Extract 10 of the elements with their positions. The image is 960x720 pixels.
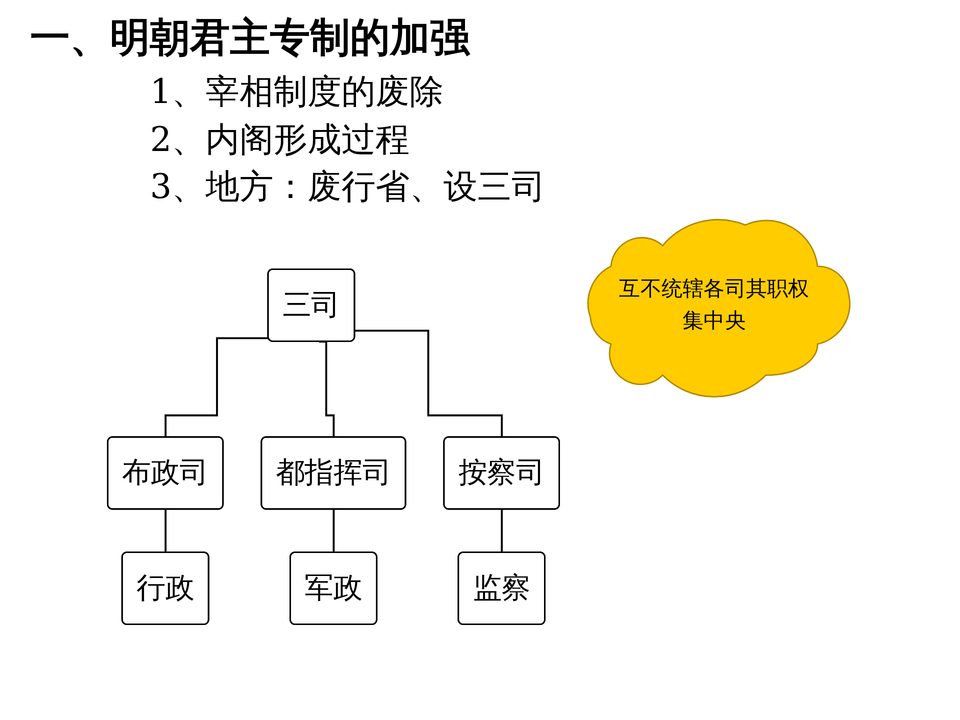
outline-item: 1、宰相制度的废除 — [150, 71, 445, 114]
connector — [164, 337, 269, 438]
connector — [319, 340, 336, 438]
outline-item: 2、内阁形成过程 — [150, 118, 411, 162]
connector — [333, 508, 336, 554]
slide-title: 一、明朝君主专制的加强 — [30, 14, 472, 63]
connector — [355, 330, 504, 438]
connector — [164, 508, 168, 554]
connector — [501, 508, 504, 554]
outline-item: 3、地方：废行省、设三司 — [150, 166, 547, 210]
